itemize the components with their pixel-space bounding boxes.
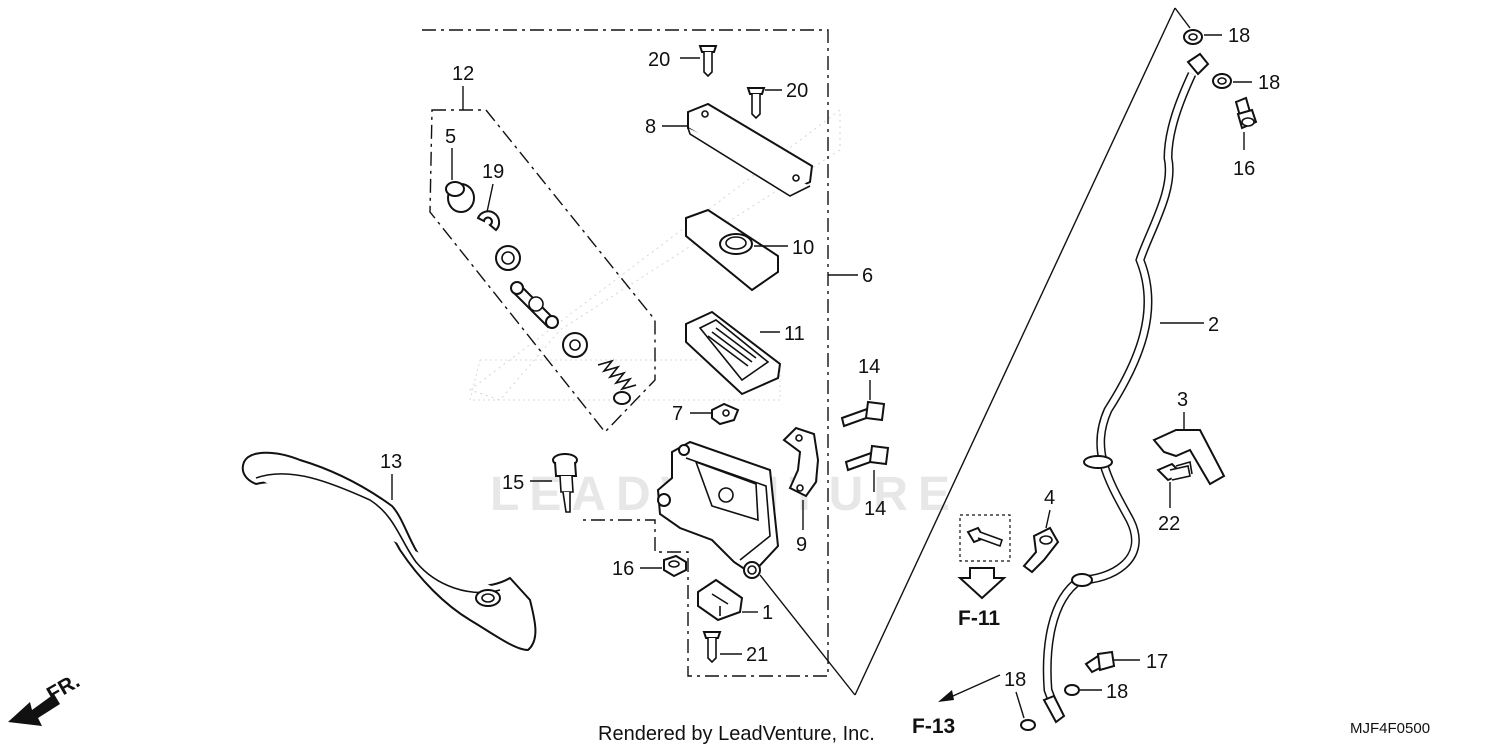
reference-f13: F-13 <box>912 715 955 738</box>
f11-reference-box <box>959 514 1011 562</box>
piston-icon <box>510 281 559 329</box>
holder-part-9 <box>782 426 820 498</box>
callout-16-lower: 17 <box>1146 651 1168 673</box>
bolt-part-14-upper <box>840 400 886 428</box>
brake-hose-part-2 <box>1042 52 1210 724</box>
callout-17: 16 <box>612 558 634 580</box>
guide-line-diagonal <box>854 7 1176 696</box>
front-arrow-icon <box>8 694 60 726</box>
callout-6: 6 <box>862 265 873 287</box>
callout-16-top: 16 <box>1233 158 1255 180</box>
callout-5: 5 <box>445 126 456 148</box>
secondary-cup-icon <box>562 332 588 358</box>
diaphragm-part-11 <box>685 310 782 396</box>
piston-set-group-frame <box>429 109 656 434</box>
callout-22: 22 <box>1158 513 1180 535</box>
screw-part-20-right <box>746 87 766 120</box>
callout-21: 21 <box>746 644 768 666</box>
callout-12: 12 <box>452 63 474 85</box>
footer-credit: Rendered by LeadVenture, Inc. <box>598 723 875 745</box>
bolt-part-16-lower <box>1084 650 1116 674</box>
pivot-bolt-part-15 <box>552 453 578 513</box>
washer-part-18-second <box>1212 73 1232 89</box>
boot-part-5 <box>445 181 475 213</box>
bolt-part-22 <box>1156 462 1191 482</box>
piston-seal-icon <box>495 245 521 271</box>
guide-line-lower <box>759 574 856 696</box>
callout-14-lower: 14 <box>864 498 886 520</box>
callout-14-upper: 14 <box>858 356 880 378</box>
f13-arrow-icon <box>938 674 1001 702</box>
callout-20-right: 20 <box>786 80 808 102</box>
callout-10: 10 <box>792 237 814 259</box>
clamp-part-4 <box>1022 526 1060 574</box>
brake-switch-part-1 <box>697 578 744 622</box>
nut-part-17 <box>663 554 687 578</box>
screw-part-20-top <box>698 45 718 78</box>
bolt-part-14-lower <box>844 444 890 472</box>
diagram-code: MJF4F0500 <box>1350 720 1430 737</box>
callout-18-top: 18 <box>1228 25 1250 47</box>
washer-part-18-lower-right <box>1064 684 1080 696</box>
diaphragm-plate-part-10 <box>685 208 779 292</box>
washer-part-18-top <box>1183 29 1203 45</box>
bolt-icon-f11 <box>966 526 1004 548</box>
callout-8: 8 <box>645 116 656 138</box>
master-cylinder-body <box>656 440 780 579</box>
circlip-part-19 <box>476 210 501 232</box>
callout-15: 15 <box>502 472 524 494</box>
screw-part-21 <box>702 631 722 664</box>
reference-f11: F-11 <box>958 607 1000 630</box>
callout-2: 2 <box>1208 314 1219 336</box>
watermark-hatching <box>468 108 841 401</box>
callout-18-second: 18 <box>1258 72 1280 94</box>
callout-13: 13 <box>380 451 402 473</box>
callout-4: 4 <box>1044 487 1055 509</box>
master-cylinder-group-frame <box>422 29 829 677</box>
callout-1: 1 <box>762 602 773 624</box>
callout-9: 9 <box>796 534 807 556</box>
reservoir-cover-part-8 <box>687 102 814 197</box>
down-arrow-icon <box>957 567 1007 600</box>
callout-19: 19 <box>482 161 504 183</box>
callout-7: 7 <box>672 403 683 425</box>
spring-icon <box>597 359 637 405</box>
clip-part-7 <box>711 402 740 426</box>
washer-part-18-bottom <box>1020 719 1036 731</box>
callout-18-bottom: 18 <box>1004 669 1026 691</box>
callout-11: 11 <box>784 323 805 345</box>
callout-3: 3 <box>1177 389 1188 411</box>
brake-lever-part-13 <box>241 451 537 652</box>
bolt-part-16-top <box>1234 96 1258 130</box>
callout-20-top: 20 <box>648 49 670 71</box>
callout-18-lower-right: 18 <box>1106 681 1128 703</box>
